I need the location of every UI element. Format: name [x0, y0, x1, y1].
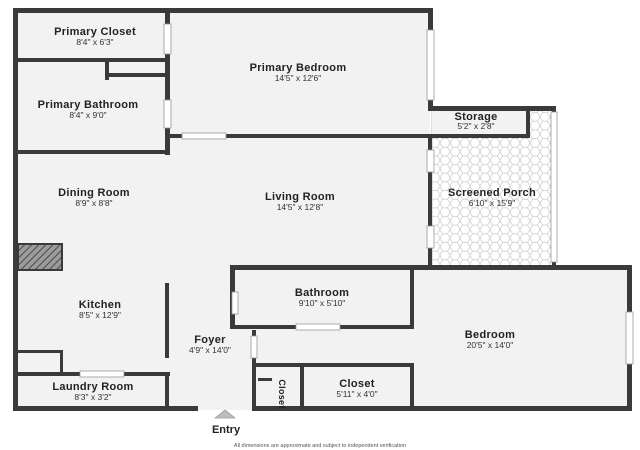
- window-bedroom: [625, 311, 634, 365]
- room-name: Primary Closet: [54, 26, 136, 38]
- room-dining-room: Dining Room 8'9" x 8'8": [58, 187, 130, 208]
- fireplace: [17, 243, 63, 271]
- room-name: Dining Room: [58, 187, 130, 199]
- floor-bedroom-wing: [230, 265, 630, 410]
- room-bedroom: Bedroom 20'5" x 14'0": [465, 329, 515, 350]
- room-primary-bathroom: Primary Bathroom 8'4" x 9'0": [38, 99, 139, 120]
- window-primary-closet: [163, 23, 172, 55]
- room-dimensions: 8'9" x 8'8": [75, 198, 112, 208]
- windows: [79, 23, 634, 378]
- room-closet-small: Closet: [277, 379, 287, 408]
- window-living-room-2: [426, 225, 435, 249]
- room-name: Storage: [454, 111, 497, 123]
- room-dimensions: 6'10" x 15'9": [469, 198, 516, 208]
- room-name: Bedroom: [465, 329, 515, 341]
- entry-label: Entry: [212, 424, 241, 436]
- window-living-top: [181, 132, 227, 140]
- room-closet: Closet 5'11" x 4'0": [336, 378, 377, 399]
- room-laundry-room: Laundry Room 8'3" x 3'2": [52, 381, 133, 402]
- room-dimensions: 8'4" x 9'0": [69, 110, 106, 120]
- room-screened-porch: Screened Porch 6'10" x 15'9": [448, 187, 536, 208]
- room-dimensions: 9'10" x 5'10": [299, 298, 346, 308]
- room-dimensions: 8'3" x 3'2": [74, 392, 111, 402]
- room-dimensions: 4'9" x 14'0": [189, 345, 231, 355]
- room-storage: Storage 5'2" x 2'8": [454, 111, 497, 131]
- room-dimensions: 14'5" x 12'8": [277, 202, 324, 212]
- window-porch: [550, 111, 558, 263]
- window-bath-door: [231, 291, 239, 315]
- window-primary-bath: [163, 99, 172, 129]
- room-name: Primary Bathroom: [38, 99, 139, 111]
- room-name: Closet: [339, 378, 374, 390]
- entry-arrow-icon: [213, 409, 237, 419]
- disclaimer: All dimensions are approximate and subje…: [234, 443, 406, 449]
- room-bathroom: Bathroom 9'10" x 5'10": [295, 287, 349, 308]
- room-dimensions: 20'5" x 14'0": [467, 340, 514, 350]
- room-primary-closet: Primary Closet 8'4" x 6'3": [54, 26, 136, 47]
- storage-floor: [432, 110, 530, 134]
- room-dimensions: 8'5" x 12'9": [79, 310, 121, 320]
- window-foyer: [250, 335, 258, 359]
- room-name: Laundry Room: [52, 381, 133, 393]
- window-bath-bottom: [295, 323, 341, 331]
- room-name: Screened Porch: [448, 187, 536, 199]
- window-living-room-1: [426, 149, 435, 173]
- room-name: Living Room: [265, 191, 335, 203]
- room-dimensions: 8'4" x 6'3": [76, 37, 113, 47]
- room-name: Closet: [277, 379, 287, 408]
- room-name: Kitchen: [79, 299, 121, 311]
- room-name: Primary Bedroom: [250, 62, 347, 74]
- room-name: Bathroom: [295, 287, 349, 299]
- room-kitchen: Kitchen 8'5" x 12'9": [79, 299, 121, 320]
- room-living-room: Living Room 14'5" x 12'8": [265, 191, 335, 212]
- window-primary-bedroom: [426, 29, 435, 101]
- window-kitchen-bottom: [79, 370, 125, 378]
- room-dimensions: 5'11" x 4'0": [336, 389, 377, 399]
- room-primary-bedroom: Primary Bedroom 14'5" x 12'6": [250, 62, 347, 83]
- room-dimensions: 14'5" x 12'6": [275, 73, 322, 83]
- room-dimensions: 5'2" x 2'8": [457, 121, 494, 131]
- room-name: Foyer: [194, 334, 226, 346]
- room-foyer: Foyer 4'9" x 14'0": [189, 334, 231, 355]
